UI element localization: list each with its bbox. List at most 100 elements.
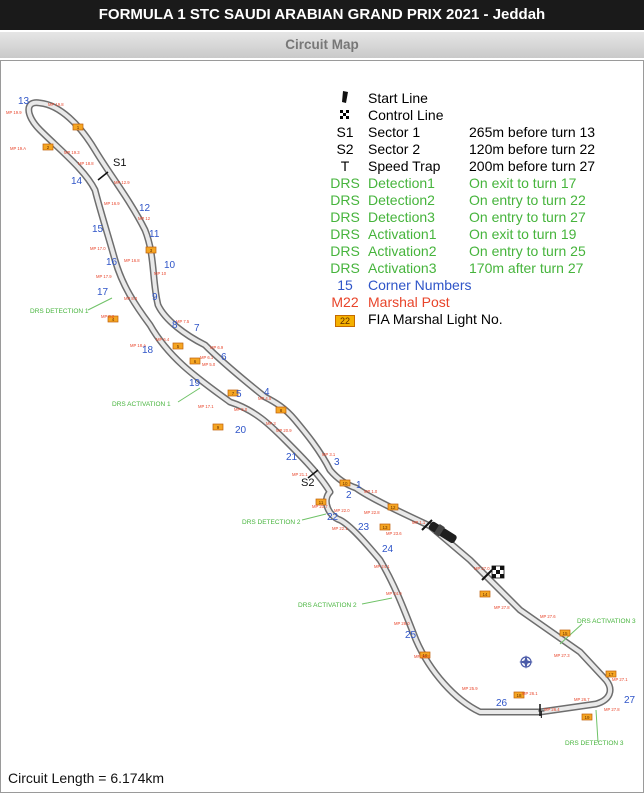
fia-light-box [581, 713, 593, 721]
corner-number: 19 [189, 378, 201, 389]
fia-light-number: 5 [177, 344, 180, 349]
corner-number: 15 [92, 224, 104, 235]
drs-zone-label: DRS ACTIVATION 3 [577, 618, 636, 625]
corner-number: 2 [346, 490, 352, 501]
legend-name: Activation2 [368, 243, 437, 259]
fia-light-marker: 19 [581, 713, 593, 721]
marshal-post-label: MP 24.9 [386, 591, 402, 596]
fia-light-marker: 12 [387, 503, 399, 511]
marshal-post-label: MP 28.0 [394, 621, 410, 626]
legend-symbol: DRS [330, 192, 360, 208]
fia-light-number: 2 [47, 145, 50, 150]
fia-light-number: 3 [150, 248, 153, 253]
fia-light-box [189, 357, 201, 365]
marshal-post-label: MP 8.2 [101, 314, 115, 319]
legend-name: Corner Numbers [368, 277, 472, 293]
marshal-post-label: MP 6.9 [210, 345, 224, 350]
corner-number: 13 [18, 96, 30, 107]
legend-name: Activation3 [368, 260, 437, 276]
legend-symbol: T [340, 158, 350, 174]
legend-symbol: M22 [331, 294, 359, 310]
corner-number: 14 [71, 176, 83, 187]
corner-number: 5 [236, 389, 242, 400]
marshal-post-label: MP 6.4 [156, 337, 170, 342]
fia-light-marker: 5 [172, 342, 184, 350]
legend-name: Control Line [368, 107, 444, 123]
fia-light-number: 7 [232, 391, 235, 396]
marshal-post-labels: MP 19.8MP 19.9MP 19.AMP 19.3MP 18.8MP 12… [6, 102, 628, 712]
legend-desc: On exit to turn 19 [469, 226, 577, 242]
corner-number: 25 [405, 630, 417, 641]
circuit-map-title: Circuit Map [0, 32, 644, 58]
marshal-post-label: MP 22.1 [332, 526, 348, 531]
corner-number: 4 [264, 387, 270, 398]
start-line [421, 519, 433, 531]
fia-light-box [42, 143, 54, 151]
page-header: FORMULA 1 STC SAUDI ARABIAN GRAND PRIX 2… [0, 0, 644, 30]
legend-desc: On entry to turn 27 [469, 209, 586, 225]
sector-label: T [538, 709, 545, 721]
fia-light-number: 9 [217, 425, 220, 430]
marshal-post-label: MP 24.1 [374, 564, 390, 569]
corner-number: 11 [149, 229, 160, 240]
fia-light-marker: 14 [479, 590, 491, 598]
legend-symbol: DRS [330, 243, 360, 259]
marshal-post-label: MP 17.9 [96, 274, 112, 279]
marshal-post-label: MP 23.6 [386, 531, 402, 536]
fia-light-box [72, 123, 84, 131]
fia-light-marker: 1 [72, 123, 84, 131]
marshal-post-label: MP 12 [138, 216, 151, 221]
fia-light-box [605, 670, 617, 678]
fia-light-number: 19 [584, 715, 590, 720]
fia-light-number: 8 [280, 408, 283, 413]
fia-light-marker: 17 [605, 670, 617, 678]
marshal-post-label: MP 19.3 [64, 150, 80, 155]
sector-1-line [97, 171, 109, 181]
fia-light-marker: 7 [227, 389, 239, 397]
fia-light-box [559, 629, 571, 637]
legend-symbol: DRS [330, 209, 360, 225]
marshal-post-label: MP 17.0 [90, 246, 106, 251]
marshal-post-label: MP 17.1 [198, 404, 214, 409]
legend-desc: 265m before turn 13 [469, 124, 596, 140]
checkered-flag-icon [491, 565, 505, 579]
marshal-post-label: MP 16.9 [104, 201, 120, 206]
fia-light-number: 6 [194, 359, 197, 364]
marshal-post-label: MP 20.9 [276, 428, 292, 433]
marshal-post-label: MP 26.7 [574, 697, 590, 702]
fia-light-number: 13 [382, 525, 388, 530]
sector-2-line [307, 469, 319, 479]
fia-light-box [227, 389, 239, 397]
corner-number: 23 [358, 522, 370, 533]
corner-number: 26 [496, 698, 508, 709]
legend-symbol: S2 [336, 141, 354, 157]
fia-light-box [275, 406, 287, 414]
marshal-post-label: MP 6.1 [200, 355, 214, 360]
start-line-icon [330, 90, 360, 107]
fia-light-number: 18 [516, 693, 522, 698]
legend-symbol: DRS [330, 226, 360, 242]
fia-light-marker: 2 [42, 143, 54, 151]
marshal-post-label: MP 27.8 [494, 605, 510, 610]
marshal-post-label: MP 19.A [10, 146, 26, 151]
fia-light-number: 12 [390, 505, 396, 510]
legend-name: Detection1 [368, 175, 435, 191]
corner-number: 22 [327, 512, 339, 523]
fia-light-marker: 8 [275, 406, 287, 414]
marshal-post-label: MP 5.0 [234, 407, 248, 412]
sector-label: S2 [301, 477, 314, 489]
fia-light-number: 1 [77, 125, 80, 130]
legend-name: Start Line [368, 90, 428, 106]
marshal-post-label: MP 7.5 [176, 319, 190, 324]
corner-number: 9 [152, 292, 158, 303]
marshal-post-label: MP 27.3 [554, 653, 570, 658]
fia-light-number: 10 [342, 481, 348, 486]
legend-symbol: DRS [330, 260, 360, 276]
checkered-flag-icon [330, 107, 360, 123]
legend-desc: 200m before turn 27 [469, 158, 596, 174]
fia-light-marker: 18 [513, 691, 525, 699]
fia-light-marker: 16 [419, 651, 431, 659]
